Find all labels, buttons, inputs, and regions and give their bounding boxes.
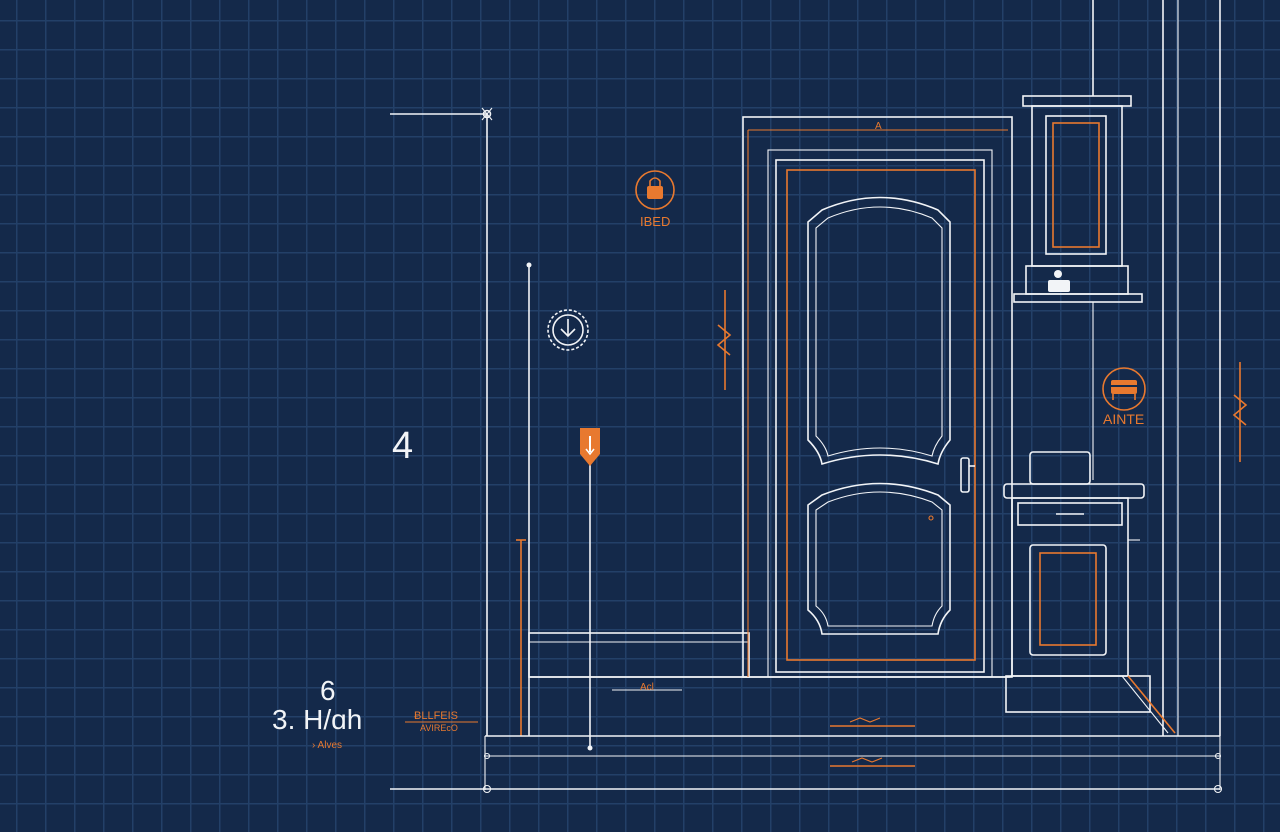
lock-icon (635, 170, 675, 210)
sub-note-label: › Alves (312, 740, 342, 751)
door-panel-bottom (807, 482, 951, 635)
right-wall-lines (1092, 0, 1221, 736)
stove-label: AINTE (1103, 411, 1144, 427)
top-tick-label: A (875, 121, 882, 132)
dimension-height-label: 4 (392, 425, 413, 467)
base-cabinet (1003, 451, 1176, 734)
map-marker-icon (580, 428, 600, 466)
orange-marker-door-left (716, 290, 732, 390)
clock-download-icon (547, 309, 589, 351)
lock-label: IBED (640, 214, 670, 229)
dimension-text-label: 3. H/ɑh (272, 704, 362, 735)
stamp-line-2: AVIREcO (420, 723, 458, 733)
dimension-left (390, 107, 493, 736)
bed-icon (1048, 270, 1070, 292)
door-frame (742, 116, 1013, 678)
floor-tick-label: Acl (640, 682, 654, 693)
door-handle (928, 457, 975, 521)
wall-cabinet (1013, 95, 1143, 303)
stove-icon (1102, 367, 1146, 411)
orange-floor-ticks (830, 717, 915, 767)
stamp-line-1: ɃLLFEIS (414, 710, 458, 722)
floor-lines (390, 735, 1223, 794)
marker-pole (587, 460, 593, 751)
door-panel-top (807, 196, 951, 466)
orange-marker-right (1232, 362, 1248, 462)
orange-tick-left (516, 539, 526, 736)
dimension-number-label: 6 (320, 675, 336, 706)
